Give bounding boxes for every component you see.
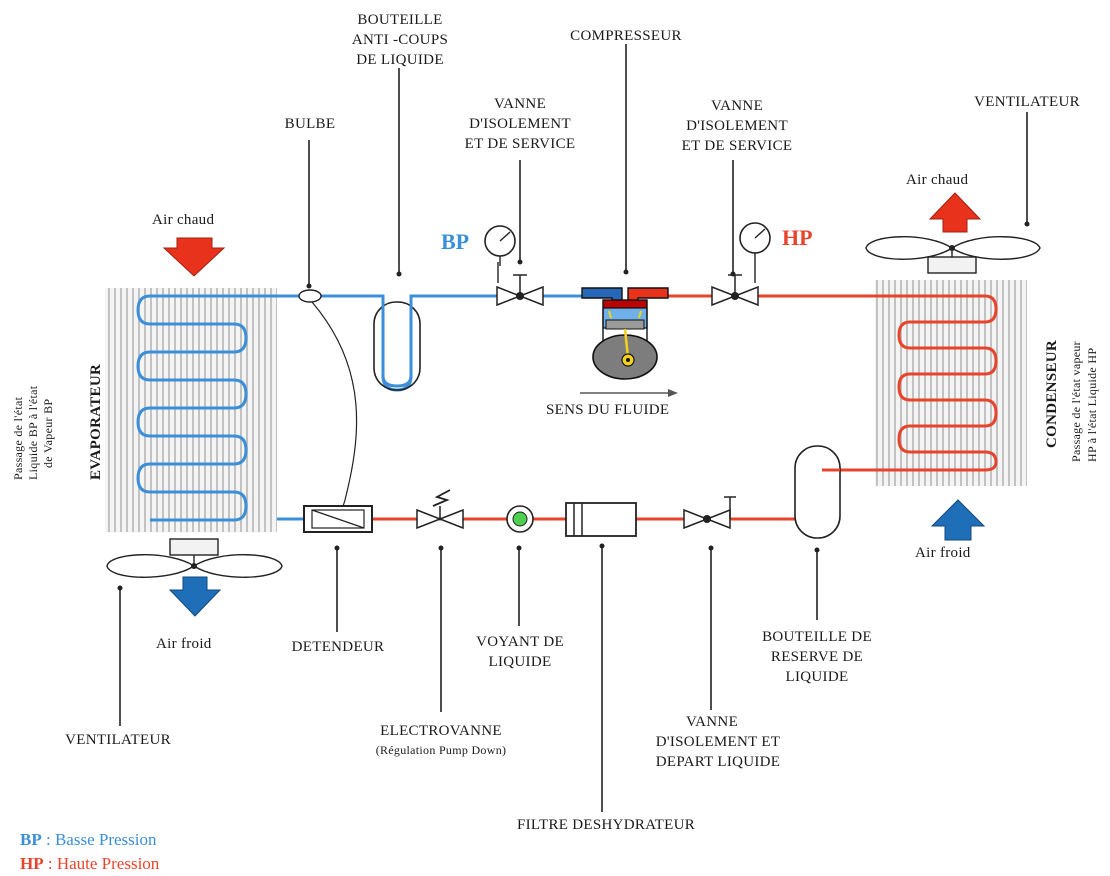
svg-text:de Vapeur BP: de Vapeur BP bbox=[41, 399, 55, 468]
evaporateur-description: Passage de l'état Liquide BP à l'état de… bbox=[11, 385, 55, 480]
compressor bbox=[581, 287, 669, 380]
hp-gauge-label: HP bbox=[782, 225, 813, 250]
condenseur-label: CONDENSEUR bbox=[1044, 340, 1060, 448]
air-chaud-left-arrow bbox=[162, 237, 226, 277]
svg-text:LIQUIDE: LIQUIDE bbox=[786, 669, 849, 685]
svg-text:VANNE: VANNE bbox=[711, 98, 763, 114]
vanne-depart-liquide bbox=[683, 496, 736, 530]
svg-text:DEPART LIQUIDE: DEPART LIQUIDE bbox=[656, 754, 781, 770]
anti-coups-bottle bbox=[373, 301, 421, 391]
svg-text:VOYANT DE: VOYANT DE bbox=[476, 634, 564, 650]
air-chaud-right-label: Air chaud bbox=[906, 172, 968, 188]
sens-du-fluide-label: SENS DU FLUIDE bbox=[546, 402, 669, 418]
bp-service-valve bbox=[484, 225, 544, 307]
air-froid-right-arrow bbox=[930, 499, 986, 541]
label-electrovanne: ELECTROVANNE (Régulation Pump Down) bbox=[376, 723, 507, 757]
air-froid-left-label: Air froid bbox=[156, 636, 212, 652]
label-ventilateur-bottom: VENTILATEUR bbox=[65, 732, 171, 748]
evaporator-coil bbox=[136, 294, 277, 522]
leader-lines bbox=[117, 44, 1030, 812]
svg-text:DE LIQUIDE: DE LIQUIDE bbox=[356, 52, 444, 68]
label-bulbe: BULBE bbox=[285, 116, 336, 132]
svg-text:VANNE: VANNE bbox=[686, 714, 738, 730]
svg-text:D'ISOLEMENT: D'ISOLEMENT bbox=[686, 118, 788, 134]
suction-line bbox=[277, 294, 600, 392]
condenser-fan bbox=[865, 236, 1041, 274]
label-vanne-isolement-bp: VANNE D'ISOLEMENT ET DE SERVICE bbox=[465, 96, 576, 152]
svg-text:ET DE SERVICE: ET DE SERVICE bbox=[682, 138, 793, 154]
svg-text:Liquide BP à l'état: Liquide BP à l'état bbox=[26, 385, 40, 480]
electrovanne-valve bbox=[416, 489, 464, 530]
svg-text:LIQUIDE: LIQUIDE bbox=[489, 654, 552, 670]
label-voyant: VOYANT DE LIQUIDE bbox=[476, 634, 564, 670]
label-bouteille-anti-coups: BOUTEILLE ANTI -COUPS DE LIQUIDE bbox=[352, 12, 448, 68]
svg-text:RESERVE DE: RESERVE DE bbox=[771, 649, 863, 665]
air-chaud-right-arrow bbox=[928, 192, 982, 233]
svg-text:ET DE SERVICE: ET DE SERVICE bbox=[465, 136, 576, 152]
label-vanne-isolement-hp: VANNE D'ISOLEMENT ET DE SERVICE bbox=[682, 98, 793, 154]
condenser bbox=[840, 280, 1027, 486]
legend-bp: BP : Basse Pression bbox=[20, 830, 157, 849]
label-ventilateur-top: VENTILATEUR bbox=[974, 94, 1080, 110]
legend-hp: HP : Haute Pression bbox=[20, 854, 160, 873]
label-bouteille-reserve: BOUTEILLE DE RESERVE DE LIQUIDE bbox=[762, 629, 872, 685]
condenseur-description: Passage de l'état vapeur HP à l'état Liq… bbox=[1069, 341, 1099, 462]
air-froid-right-label: Air froid bbox=[915, 545, 971, 561]
svg-text:Passage de l'état: Passage de l'état bbox=[11, 396, 25, 480]
svg-text:BOUTEILLE: BOUTEILLE bbox=[357, 12, 442, 28]
svg-text:BOUTEILLE DE: BOUTEILLE DE bbox=[762, 629, 872, 645]
air-chaud-left-label: Air chaud bbox=[152, 212, 214, 228]
svg-text:ELECTROVANNE: ELECTROVANNE bbox=[380, 723, 502, 739]
hp-service-valve bbox=[711, 222, 771, 307]
svg-text:(Régulation Pump Down): (Régulation Pump Down) bbox=[376, 743, 507, 757]
svg-text:D'ISOLEMENT: D'ISOLEMENT bbox=[469, 116, 571, 132]
condenser-coil bbox=[840, 294, 998, 472]
label-filtre: FILTRE DESHYDRATEUR bbox=[517, 817, 695, 833]
svg-text:VANNE: VANNE bbox=[494, 96, 546, 112]
bulbe-sensor bbox=[298, 289, 322, 303]
bouteille-reserve bbox=[794, 445, 841, 539]
label-detendeur: DETENDEUR bbox=[292, 639, 385, 655]
evaporator bbox=[105, 288, 277, 532]
detendeur-valve bbox=[303, 505, 373, 533]
svg-text:HP à l'état Liquide HP: HP à l'état Liquide HP bbox=[1085, 348, 1099, 462]
svg-text:ANTI -COUPS: ANTI -COUPS bbox=[352, 32, 448, 48]
capillary-tube bbox=[311, 301, 358, 520]
filtre-deshydrateur bbox=[565, 502, 637, 537]
label-compresseur: COMPRESSEUR bbox=[570, 28, 682, 44]
label-vanne-depart: VANNE D'ISOLEMENT ET DEPART LIQUIDE bbox=[656, 714, 781, 770]
svg-text:D'ISOLEMENT ET: D'ISOLEMENT ET bbox=[656, 734, 781, 750]
svg-text:Passage de l'état vapeur: Passage de l'état vapeur bbox=[1069, 341, 1083, 462]
air-froid-left-arrow bbox=[168, 576, 222, 617]
legend: BP : Basse Pression HP : Haute Pression bbox=[20, 828, 159, 876]
evaporateur-label: EVAPORATEUR bbox=[88, 364, 104, 480]
bp-gauge-label: BP bbox=[441, 229, 469, 254]
evaporator-fan bbox=[106, 538, 283, 578]
voyant-sight-glass bbox=[506, 505, 534, 533]
